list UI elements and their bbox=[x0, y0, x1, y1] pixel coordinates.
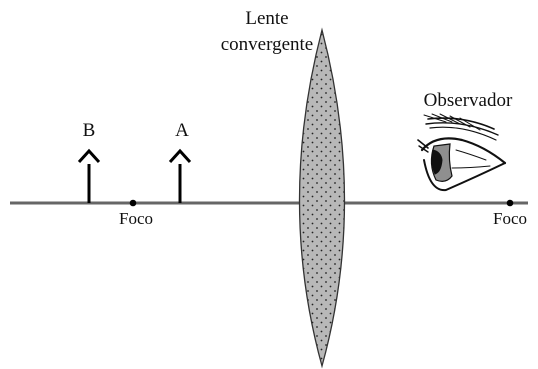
lens-label-line2: convergente bbox=[221, 34, 314, 55]
object-a-arrow bbox=[168, 148, 192, 203]
observer-label: Observador bbox=[424, 90, 513, 111]
focus-left-label: Foco bbox=[119, 209, 153, 228]
eye-icon bbox=[417, 113, 507, 192]
focus-right-point bbox=[506, 199, 514, 207]
object-b-arrow bbox=[77, 148, 101, 203]
object-b-label: B bbox=[83, 120, 96, 141]
object-a-label: A bbox=[175, 120, 189, 141]
focus-left-point bbox=[129, 199, 137, 207]
converging-lens bbox=[298, 27, 346, 369]
lens-label-line1: Lente bbox=[245, 8, 288, 29]
focus-right-label: Foco bbox=[493, 209, 527, 228]
